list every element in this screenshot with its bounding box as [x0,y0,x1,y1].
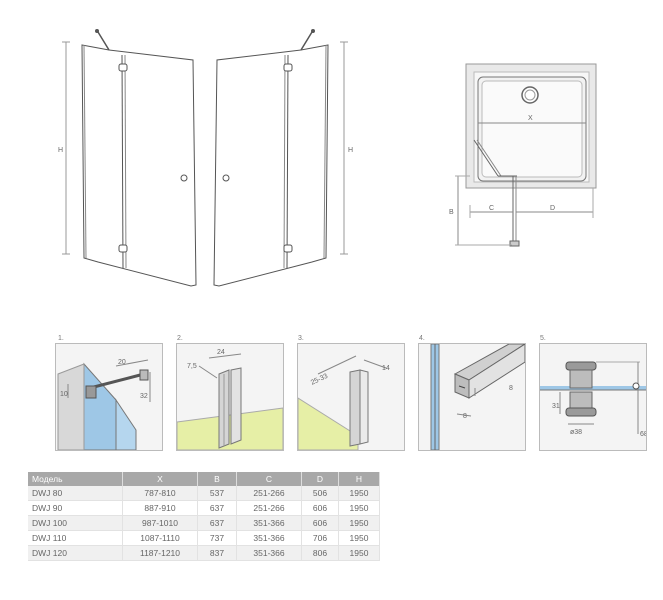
header-x: X [122,472,198,486]
detail-5: 31 ø38 68 [539,343,647,451]
detail-2-dim-b: 7,5 [187,363,197,370]
detail-1-number: 1. [58,335,64,342]
detail-4-dim-b: 8 [463,413,467,420]
cell-b: 837 [197,545,237,561]
table-row: DWJ 90 887-910 637 251-266 606 1950 [28,500,380,516]
cell-h: 1950 [338,515,380,531]
cell-model: DWJ 80 [28,486,123,501]
cell-x: 887-910 [122,500,198,516]
cell-d: 606 [301,515,339,531]
header-b: B [197,472,237,486]
table-row: DWJ 120 1187-1210 837 351-366 806 1950 [28,545,380,561]
detail-1-dim-c: 32 [140,393,148,400]
detail-4-number: 4. [419,335,425,342]
plan-b-label: B [449,209,454,216]
dimensions-table: Модель X B C D H DWJ 80 787-810 537 251-… [28,472,380,561]
header-d: D [301,472,339,486]
cell-b: 637 [197,515,237,531]
header-model: Модель [28,472,123,486]
left-height-label: H [58,147,63,154]
detail-3-number: 3. [298,335,304,342]
table-row: DWJ 100 987-1010 637 351-366 606 1950 [28,515,380,531]
cell-c: 251-266 [236,486,302,501]
detail-5-dim-a: 31 [552,403,560,410]
header-c: C [236,472,302,486]
cell-c: 351-366 [236,530,302,546]
plan-d-label: D [550,205,555,212]
cell-x: 787-810 [122,486,198,501]
cell-h: 1950 [338,500,380,516]
cell-x: 1087-1110 [122,530,198,546]
cell-x: 987-1010 [122,515,198,531]
detail-4-dim-a: 8 [509,385,513,392]
door-elevation-drawings: H H [58,29,597,287]
right-door-elevation [213,29,348,287]
cell-b: 637 [197,500,237,516]
cell-c: 351-366 [236,515,302,531]
plan-x-label: X [528,115,533,122]
table-row: DWJ 110 1087-1110 737 351-366 706 1950 [28,530,380,546]
detail-2-number: 2. [177,335,183,342]
detail-1-dim-b: 10 [60,391,68,398]
cell-d: 606 [301,500,339,516]
detail-1: 20 10 32 [55,343,163,451]
table-header-row: Модель X B C D H [28,472,380,486]
detail-5-number: 5. [540,335,546,342]
cell-h: 1950 [338,486,380,501]
plan-view [455,63,597,247]
right-height-label: H [348,147,353,154]
cell-c: 251-266 [236,500,302,516]
cell-d: 806 [301,545,339,561]
detail-5-dim-b: ø38 [570,429,582,436]
cell-d: 506 [301,486,339,501]
cell-b: 737 [197,530,237,546]
detail-2-dim-a: 24 [217,349,225,356]
detail-2: 24 7,5 [176,343,284,451]
cell-h: 1950 [338,545,380,561]
cell-x: 1187-1210 [122,545,198,561]
cell-d: 706 [301,530,339,546]
cell-model: DWJ 100 [28,515,123,531]
cell-c: 351-366 [236,545,302,561]
plan-c-label: C [489,205,494,212]
header-h: H [338,472,380,486]
cell-model: DWJ 90 [28,500,123,516]
table-row: DWJ 80 787-810 537 251-266 506 1950 [28,486,380,501]
cell-model: DWJ 120 [28,545,123,561]
detail-4: 8 8 [418,343,526,451]
detail-1-dim-a: 20 [118,359,126,366]
left-door-elevation [62,29,197,287]
cell-h: 1950 [338,530,380,546]
detail-3-dim-a: 25-33 [310,373,329,387]
detail-3-dim-b: 14 [382,365,390,372]
detail-5-dim-c: 68 [640,431,646,438]
cell-model: DWJ 110 [28,530,123,546]
detail-3: 25-33 14 [297,343,405,451]
cell-b: 537 [197,486,237,501]
